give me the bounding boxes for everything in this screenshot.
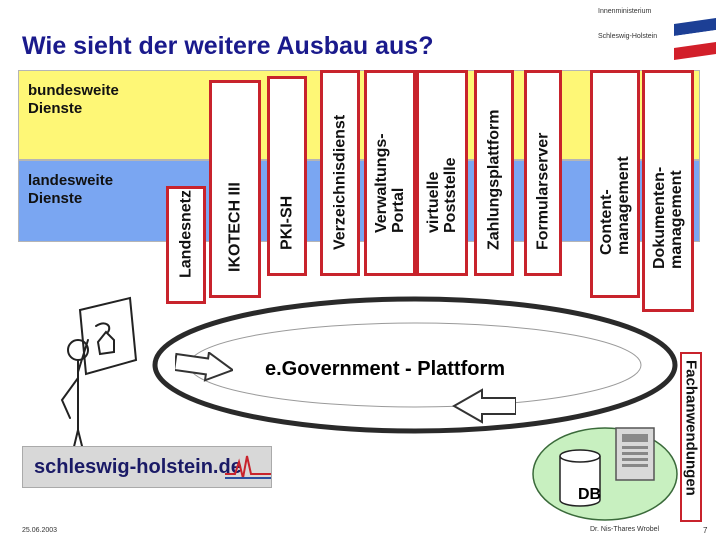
database-area (532, 427, 678, 521)
state-flag-logo (674, 18, 716, 60)
column-label: Dokumenten- management (651, 166, 685, 269)
ministry-name: Innenministerium (598, 8, 652, 15)
column-label: Verzeichnisdienst (331, 114, 349, 250)
site-logo-box (22, 446, 272, 488)
arrow-right-icon (175, 352, 233, 382)
column-label: Landesnetz (177, 189, 195, 278)
column-landesnetz: Landesnetz (166, 186, 206, 304)
fachanwendungen-box: Fachanwendungen (680, 352, 702, 522)
column-label: virtuelle Poststelle (425, 157, 459, 233)
column-content-management: Content- management (590, 70, 640, 298)
column-verwaltungsportal: Verwaltungs- Portal (364, 70, 416, 276)
column-pki-sh: PKI-SH (267, 76, 307, 276)
page-title: Wie sieht der weitere Ausbau aus? (22, 32, 434, 60)
slide-number: 7 (703, 526, 708, 535)
slide-date: 25.06.2003 (22, 527, 58, 534)
column-zahlungsplattform: Zahlungsplattform (474, 70, 514, 276)
column-label: IKOTECH III (226, 182, 244, 272)
state-services-label: landesweite Dienste (28, 172, 114, 207)
site-logo-text: schleswig-holstein.de (34, 456, 242, 478)
egovernment-platform-label: e.Government - Plattform (265, 358, 506, 380)
federal-services-label: bundesweite Dienste (28, 82, 119, 117)
slide-author: Dr. Nis-Thares Wrobel (590, 526, 660, 533)
fachanwendungen-label: Fachanwendungen (682, 360, 700, 496)
column-verzeichnisdienst: Verzeichnisdienst (320, 70, 360, 276)
arrow-left-icon (452, 388, 516, 424)
column-label: Formularserver (534, 132, 552, 250)
column-dokumentenmanagement: Dokumenten- management (642, 70, 694, 312)
state-name: Schleswig-Holstein (598, 33, 658, 40)
column-formularserver: Formularserver (524, 70, 562, 276)
logo-wave-icon (225, 455, 271, 479)
column-label: Verwaltungs- Portal (373, 133, 407, 233)
column-label: Content- management (598, 156, 632, 255)
column-virtuelle-poststelle: virtuelle Poststelle (416, 70, 468, 276)
database-label: DB (578, 486, 602, 503)
column-label: Zahlungsplattform (485, 109, 503, 250)
column-label: PKI-SH (278, 195, 296, 250)
column-ikotech: IKOTECH III (209, 80, 261, 298)
